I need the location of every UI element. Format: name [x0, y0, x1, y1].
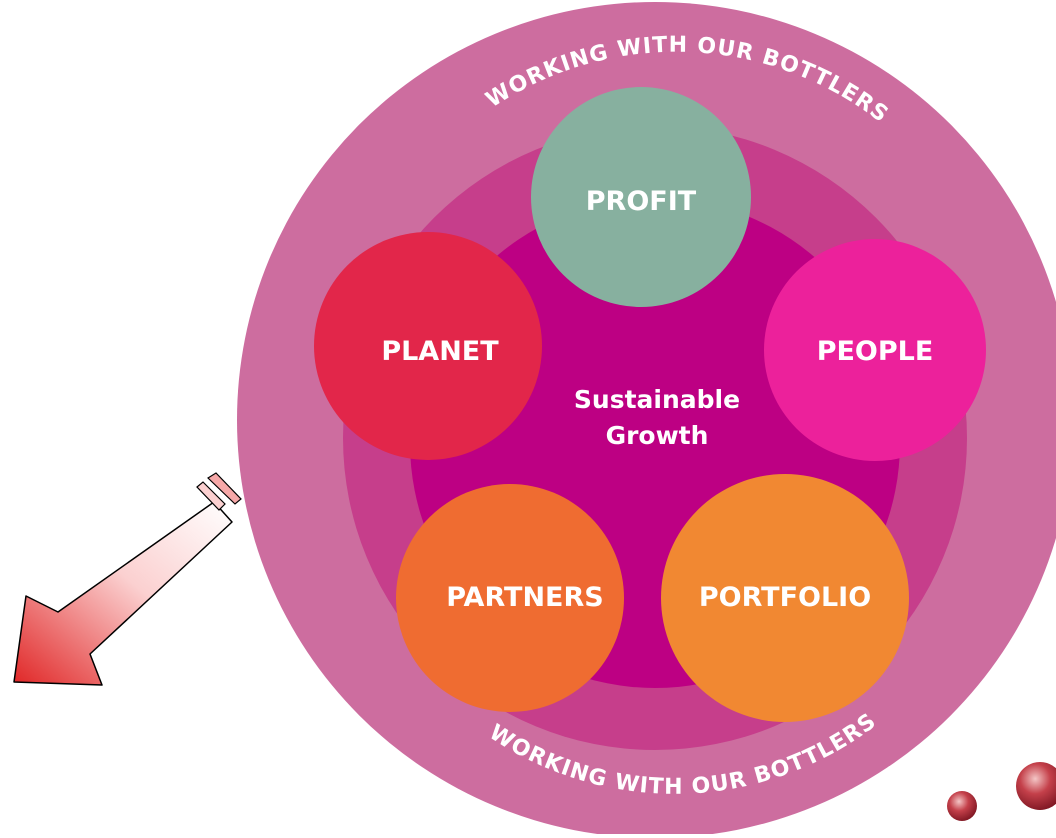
red-orb-icon: [947, 762, 1056, 821]
node-people: PEOPLE: [764, 239, 986, 461]
arrow-down-left-icon: [13, 472, 242, 686]
arrow-body: [13, 501, 233, 686]
node-partners-label: PARTNERS: [446, 582, 603, 613]
node-profit-label: PROFIT: [586, 186, 697, 217]
red-orb-large: [1016, 762, 1056, 810]
node-people-circle: [764, 239, 986, 461]
node-profit-circle: [531, 87, 751, 307]
arrow-tail-stripe-2: [207, 472, 242, 505]
node-portfolio: PORTFOLIO: [661, 474, 909, 722]
node-profit: PROFIT: [531, 87, 751, 307]
center-label-line2: Growth: [606, 421, 709, 450]
node-portfolio-label: PORTFOLIO: [699, 582, 871, 613]
node-planet-circle: [314, 232, 542, 460]
node-planet: PLANET: [314, 232, 542, 460]
node-portfolio-circle: [661, 474, 909, 722]
arrow-tail-stripe-1: [196, 481, 226, 511]
node-partners-circle: [396, 484, 624, 712]
node-partners: PARTNERS: [396, 484, 624, 712]
red-orb-small: [947, 791, 977, 821]
node-people-label: PEOPLE: [817, 336, 934, 367]
center-label-line1: Sustainable: [574, 385, 740, 414]
node-planet-label: PLANET: [381, 336, 499, 367]
